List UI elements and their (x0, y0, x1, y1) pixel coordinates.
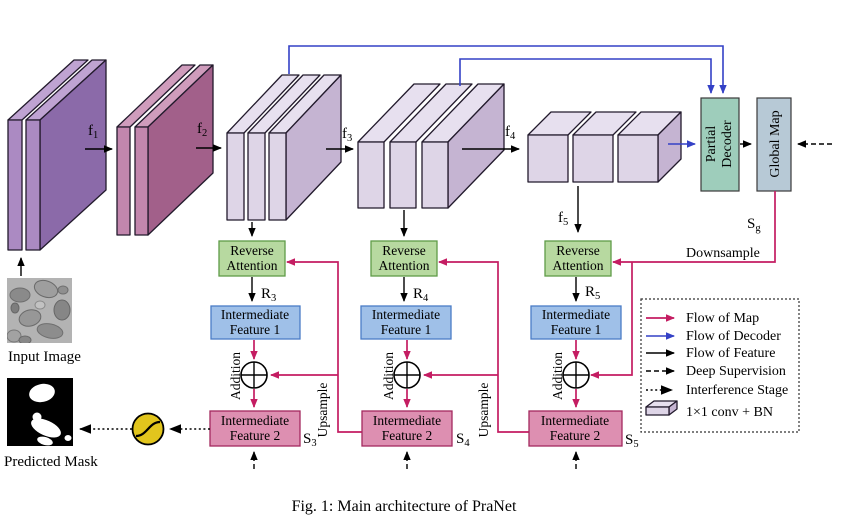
svg-text:Addition: Addition (550, 352, 565, 400)
decoder-flow-block4-arrow (459, 58, 715, 94)
legend-conv-bn-icon (645, 400, 678, 416)
sg-label: Sg (747, 216, 761, 234)
addition-cross-5 (563, 362, 589, 388)
downsample-to-add5-line (590, 262, 633, 379)
encoder-block-1 (7, 59, 107, 251)
f4-label: f4 (505, 124, 516, 142)
addition-label-3: Addition (228, 352, 243, 400)
f2-label: f2 (197, 121, 207, 139)
predicted-mask-label: Predicted Mask (4, 454, 98, 470)
legend: Flow of Map Flow of Decoder Flow of Feat… (640, 298, 800, 433)
svg-text:Global Map: Global Map (768, 110, 783, 177)
addition-label-4: Addition (381, 352, 396, 400)
encoder-block-4 (357, 83, 505, 209)
global-map-box (756, 97, 792, 192)
sigmoid-curve-icon (135, 420, 161, 438)
input-image-thumbnail (7, 278, 72, 343)
reverse-attention-box-4 (370, 240, 438, 277)
downsample-to-ra5-line (612, 191, 776, 266)
encoder-block-3 (226, 74, 342, 221)
svg-text:Upsample: Upsample (315, 383, 330, 438)
addition-label-5: Addition (550, 352, 565, 400)
intermediate-feature1-box-3 (210, 305, 301, 340)
downsample-label: Downsample (686, 246, 760, 261)
addition-cross-4 (394, 362, 420, 388)
global-map-label: Global Map (768, 110, 783, 177)
s3-label: S3 (303, 431, 317, 449)
s4-label: S4 (456, 431, 470, 449)
s5-label: S5 (625, 432, 639, 450)
legend-flow-of-map-label: Flow of Map (686, 311, 759, 326)
legend-deep-supervision-label: Deep Supervision (686, 364, 786, 379)
legend-border (640, 298, 800, 433)
predicted-mask-thumbnail (7, 378, 73, 446)
f3-label: f3 (342, 126, 352, 144)
f5-label: f5 (558, 210, 568, 228)
f1-label: f1 (88, 123, 98, 141)
intermediate-feature2-box-5 (528, 410, 623, 447)
upsample-to-ra3-line (286, 258, 362, 433)
intermediate-feature2-box-4 (361, 410, 453, 447)
svg-text:PartialDecoder: PartialDecoder (704, 120, 735, 168)
upsample-label-3: Upsample (315, 383, 330, 438)
intermediate-feature1-box-4 (360, 305, 452, 340)
encoder-block-5 (527, 111, 682, 183)
r5-label: R5 (585, 284, 600, 302)
reverse-attention-box-3 (218, 240, 286, 277)
svg-text:Addition: Addition (381, 352, 396, 400)
addition-cross-3 (241, 362, 267, 388)
upsample-label-4: Upsample (476, 383, 491, 438)
svg-text:Upsample: Upsample (476, 383, 491, 438)
figure-caption: Fig. 1: Main architecture of PraNet (292, 498, 517, 515)
encoder-block-2 (116, 64, 214, 236)
upsample-to-ra4-line (438, 258, 529, 433)
decoder-flow-block3-arrow (288, 45, 727, 94)
r4-label: R4 (413, 286, 429, 304)
legend-conv-bn-label: 1×1 conv + BN (686, 405, 773, 420)
legend-flow-of-decoder-label: Flow of Decoder (686, 329, 781, 344)
intermediate-feature2-box-3 (209, 410, 301, 447)
intermediate-feature1-box-5 (530, 305, 622, 340)
legend-flow-of-feature-label: Flow of Feature (686, 346, 775, 361)
input-image-label: Input Image (8, 349, 81, 365)
legend-interference-stage-label: Interference Stage (686, 383, 788, 398)
reverse-attention-box-5 (544, 240, 612, 277)
svg-text:Addition: Addition (228, 352, 243, 400)
partial-decoder-label: PartialDecoder (704, 120, 735, 168)
partial-decoder-box (700, 97, 740, 192)
r3-label: R3 (261, 286, 276, 304)
